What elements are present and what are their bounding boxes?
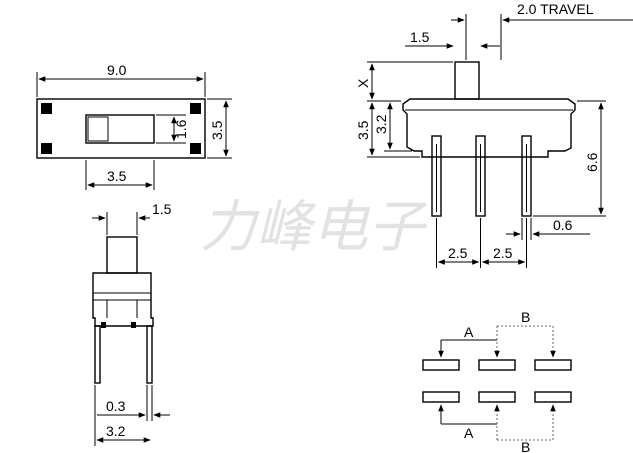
front-view-body [402,98,576,158]
pinout-pad-4 [422,391,460,403]
front-view-lever [454,61,480,100]
dim-label-travel: 2.0 TRAVEL [517,1,594,17]
pinout-pad-6 [534,391,572,403]
dim-label-length: 9.0 [107,62,127,78]
pinout-pad-2 [478,359,516,371]
side-view-body [92,272,154,327]
dim-label-shoulder-height: 3.2 [373,114,389,134]
top-view-corner-tr [190,103,201,114]
dim-label-lever-width: 1.5 [410,29,430,45]
dim-label-pin-width: 0.6 [553,217,573,233]
top-view-lever [87,116,109,142]
front-view-pin-3 [521,135,532,217]
top-view-body [36,98,206,159]
top-view-corner-bl [41,143,52,154]
pinout-pad-3 [534,359,572,371]
pinout-label-b-top: B [521,309,530,325]
dim-label-pin-length: 6.6 [584,152,600,172]
top-view: 9.0 3.5 1.6 3.5 [36,62,232,190]
dim-label-width: 3.5 [209,120,225,140]
dim-label-pin-span: 3.2 [106,423,126,439]
dim-label-pin-thickness: 0.3 [106,398,126,414]
front-view: 2.0 TRAVEL 1.5 X 3.5 3.2 6.6 0.6 [355,1,633,268]
side-view-tab-left [101,322,106,328]
side-view-tab-right [131,322,136,328]
side-view-lever [106,236,138,274]
dim-label-slot: 1.6 [173,119,189,139]
dim-label-body-height: 3.5 [355,120,371,140]
side-view-pin-left [94,325,101,384]
side-view: 1.5 0.3 3.2 [92,201,172,446]
top-view-corner-tl [41,103,52,114]
watermark-text: 力峰电子 [200,195,428,258]
side-view-pin-right [146,325,153,384]
top-view-slot [85,114,155,144]
dim-label-lever-travel: 3.5 [107,168,127,184]
pinout-label-a-bottom: A [464,425,474,441]
dim-label-pitch-left: 2.5 [448,245,468,261]
dim-label-lever-height: X [355,78,371,88]
top-view-corner-br [190,143,201,154]
front-view-pin-1 [431,135,442,217]
pinout-label-a-top: A [464,324,474,340]
pinout-diagram: A B A B [422,309,572,453]
dim-label-side-lever: 1.5 [152,201,172,217]
pinout-pad-5 [478,391,516,403]
pinout-label-b-bottom: B [521,439,530,453]
dim-label-pitch-right: 2.5 [493,245,513,261]
pinout-pad-1 [422,359,460,371]
front-view-pin-2 [475,135,486,217]
